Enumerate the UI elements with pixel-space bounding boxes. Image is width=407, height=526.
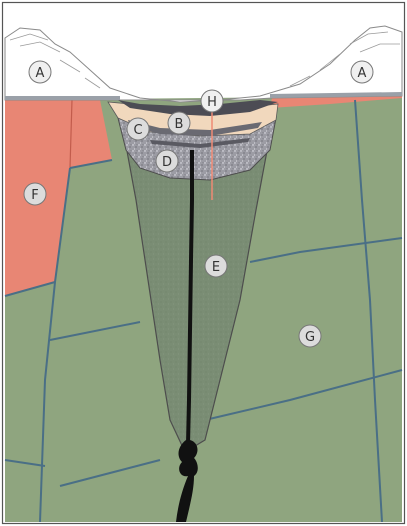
label-d-text: D	[162, 155, 172, 170]
label-a-left-text: A	[36, 66, 45, 81]
label-h-text: H	[207, 95, 217, 110]
label-a-right: A	[351, 61, 373, 83]
label-e: E	[205, 255, 227, 277]
label-e-text: E	[212, 260, 220, 275]
label-d: D	[156, 150, 178, 172]
label-c: C	[127, 118, 149, 140]
label-g-text: G	[305, 330, 315, 345]
label-f-text: F	[31, 188, 38, 203]
label-a-right-text: A	[358, 66, 367, 81]
label-b-text: B	[175, 117, 184, 132]
label-a-left: A	[29, 61, 51, 83]
label-g: G	[299, 325, 321, 347]
label-c-text: C	[133, 123, 142, 138]
label-f: F	[24, 183, 46, 205]
label-h: H	[201, 90, 223, 112]
label-b: B	[168, 112, 190, 134]
